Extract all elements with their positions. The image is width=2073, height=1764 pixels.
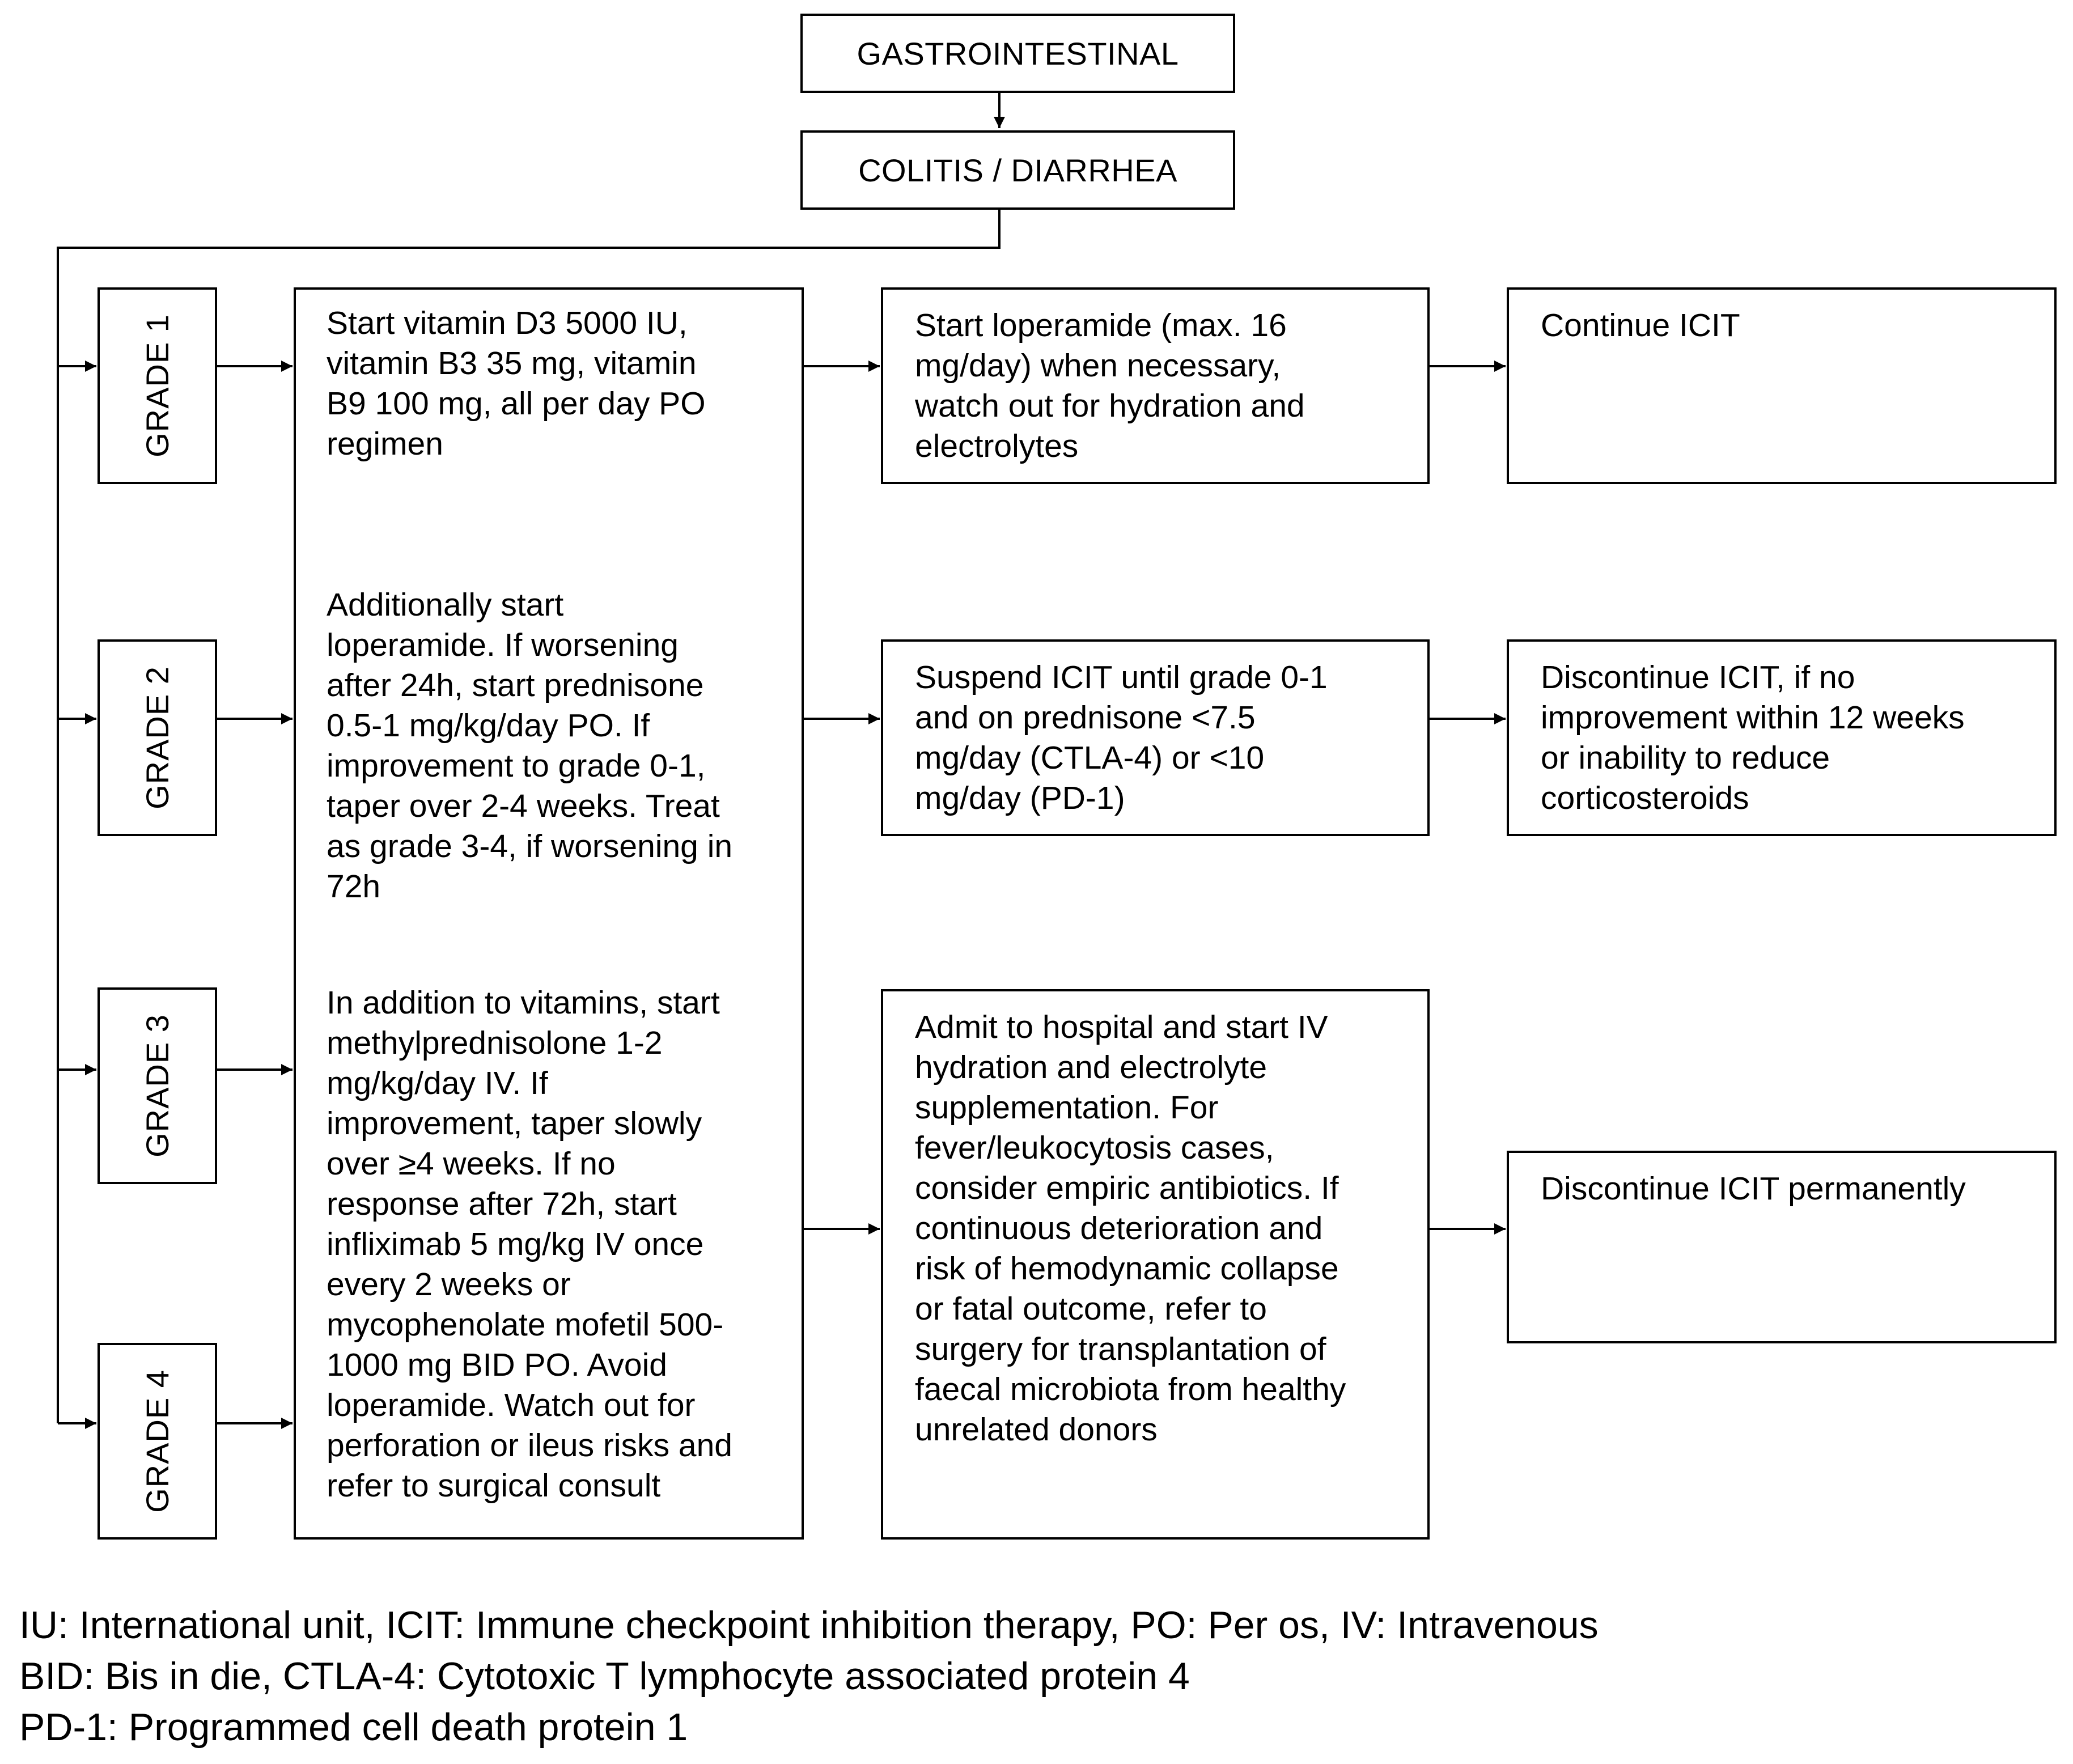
grade-2-box: GRADE 2 bbox=[97, 639, 217, 836]
grade-2-label: GRADE 2 bbox=[139, 666, 176, 809]
grade-3-box: GRADE 3 bbox=[97, 987, 217, 1184]
grade-3-label: GRADE 3 bbox=[139, 1014, 176, 1157]
grade2-initial-text: Additionally start loperamide. If worsen… bbox=[327, 587, 733, 905]
category-label: GASTROINTESTINAL bbox=[857, 35, 1179, 71]
initial-management-box bbox=[294, 287, 804, 1540]
abbreviations-footnote: IU: International unit, ICIT: Immune che… bbox=[19, 1600, 1599, 1753]
grade34-step3-box: Discontinue ICIT permanently bbox=[1507, 1151, 2057, 1343]
grade-1-label: GRADE 1 bbox=[139, 314, 176, 457]
category-box: GASTROINTESTINAL bbox=[800, 14, 1235, 93]
connector-condition-to-grades bbox=[57, 209, 1001, 1423]
grade34-initial-text: In addition to vitamins, start methylpre… bbox=[327, 985, 733, 1504]
grade1-step3-box: Continue ICIT bbox=[1507, 287, 2057, 484]
grade-4-label: GRADE 4 bbox=[139, 1369, 176, 1513]
footnote-line-1: IU: International unit, ICIT: Immune che… bbox=[19, 1604, 1599, 1647]
condition-box: COLITIS / DIARRHEA bbox=[800, 130, 1235, 210]
grade1-step2-box: Start loperamide (max. 16 mg/day) when n… bbox=[881, 287, 1430, 484]
grade-1-box: GRADE 1 bbox=[97, 287, 217, 484]
grade2-step2-box: Suspend ICIT until grade 0-1 and on pred… bbox=[881, 639, 1430, 836]
grade2-step3-box: Discontinue ICIT, if no improvement with… bbox=[1507, 639, 2057, 836]
grade34-step2-box: Admit to hospital and start IV hydration… bbox=[881, 989, 1430, 1540]
grade-4-box: GRADE 4 bbox=[97, 1343, 217, 1540]
condition-label: COLITIS / DIARRHEA bbox=[858, 152, 1177, 188]
footnote-line-3: PD-1: Programmed cell death protein 1 bbox=[19, 1706, 688, 1749]
grade1-initial-text: Start vitamin D3 5000 IU, vitamin B3 35 … bbox=[327, 305, 706, 462]
footnote-line-2: BID: Bis in die, CTLA-4: Cytotoxic T lym… bbox=[19, 1655, 1190, 1698]
